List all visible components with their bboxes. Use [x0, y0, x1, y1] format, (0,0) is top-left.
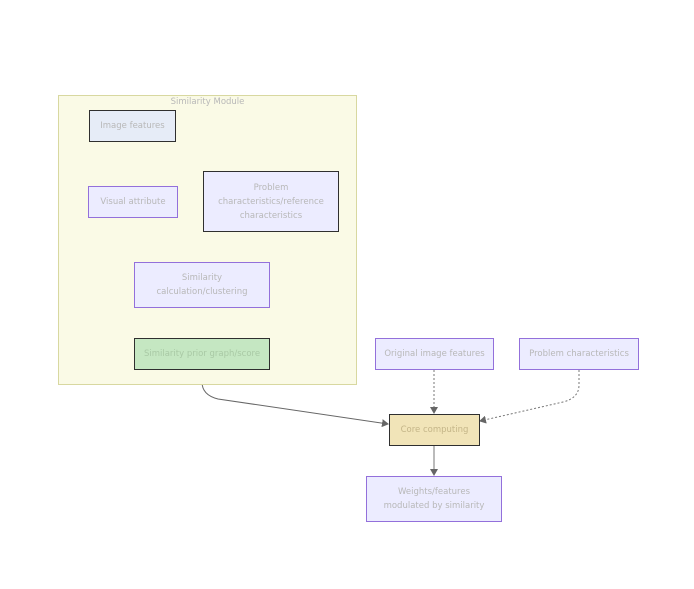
edge-problem-characteristics-to-core-computing [479, 370, 580, 424]
node-similarity-calculation-label: Similarity calculation/clustering [156, 273, 248, 297]
node-core-computing: Core computing [389, 414, 480, 446]
node-visual-attribute-label: Visual attribute [100, 197, 166, 207]
node-original-image-features-label: Original image features [384, 349, 485, 359]
node-problem-characteristics-label: Problem characteristics [529, 349, 629, 359]
node-image-features: Image features [89, 110, 176, 142]
node-problem-reference-characteristics: Problem characteristics/reference charac… [203, 171, 339, 232]
node-similarity-prior-label: Similarity prior graph/score [143, 349, 261, 359]
node-weights-features: Weights/features modulated by similarity [366, 476, 502, 522]
similarity-module-label: Similarity Module [170, 97, 245, 107]
node-similarity-prior: Similarity prior graph/score [134, 338, 270, 370]
node-problem-characteristics: Problem characteristics [519, 338, 639, 370]
node-weights-features-label: Weights/features modulated by similarity [383, 487, 485, 511]
node-similarity-calculation: Similarity calculation/clustering [134, 262, 270, 308]
node-image-features-label: Image features [100, 121, 165, 131]
node-core-computing-label: Core computing [400, 425, 469, 435]
similarity-module-cluster [58, 95, 357, 385]
node-visual-attribute: Visual attribute [88, 186, 178, 218]
node-problem-reference-characteristics-label: Problem characteristics/reference charac… [218, 182, 324, 221]
node-original-image-features: Original image features [375, 338, 494, 370]
